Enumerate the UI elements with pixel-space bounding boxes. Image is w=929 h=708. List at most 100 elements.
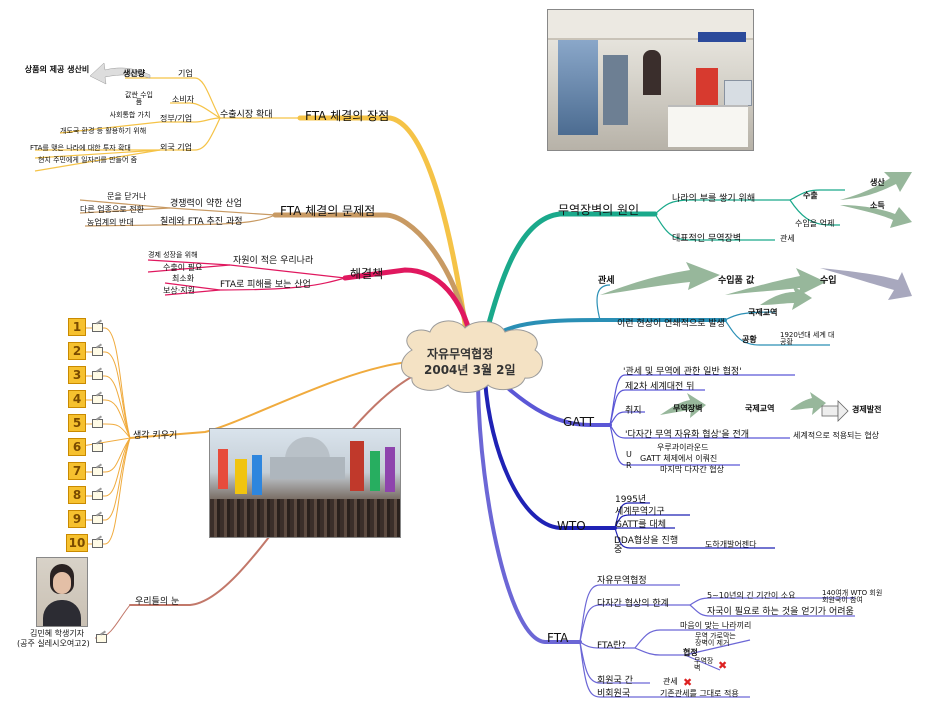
merit-factory[interactable]: 현지 주민에게 일자리를 만들어 줌: [38, 156, 138, 164]
barrier-title[interactable]: 무역장벽의 원인: [558, 203, 640, 217]
barrier-tariff[interactable]: 관세: [780, 234, 795, 243]
think-number-6[interactable]: 6: [68, 438, 86, 456]
merit-demand[interactable]: 기업: [178, 69, 193, 78]
think-number-2[interactable]: 2: [68, 342, 86, 360]
think-number-3[interactable]: 3: [68, 366, 86, 384]
gatt-intl-trade[interactable]: 국제교역: [745, 404, 775, 413]
think-title[interactable]: 생각 키우기: [133, 431, 178, 441]
note-icon[interactable]: [92, 323, 103, 332]
merit-cheap-imports[interactable]: 값싼 수입품: [125, 91, 153, 106]
note-icon[interactable]: [92, 395, 103, 404]
note-icon[interactable]: [92, 443, 103, 452]
note-icon[interactable]: [92, 419, 103, 428]
merit-goods-cost[interactable]: 상품의 제공 생산비: [24, 65, 90, 74]
gatt-trade-barrier[interactable]: 무역장벽: [673, 404, 703, 413]
merit-title[interactable]: FTA 체결의 장점: [305, 109, 390, 123]
flow-depression[interactable]: 1920년대 세계 대공황: [780, 331, 835, 346]
solution-poor-country[interactable]: 자원이 적은 우리나라: [233, 256, 314, 266]
problem-sub1[interactable]: 문을 닫거나: [107, 192, 147, 201]
fta-non-member[interactable]: 비회원국: [597, 689, 631, 699]
think-number-5[interactable]: 5: [68, 414, 86, 432]
merit-foreign[interactable]: 외국 기업: [160, 143, 192, 152]
gatt-last2[interactable]: 마지막 다자간 협상: [660, 465, 724, 474]
merit-govt[interactable]: 정부/기업: [160, 114, 193, 123]
problem-sub3[interactable]: 농업계의 반대: [87, 218, 134, 227]
barrier-production[interactable]: 생산: [870, 178, 885, 187]
gatt-multi[interactable]: '다자간 무역 자유화 협상'을 전개: [625, 430, 750, 440]
fta-trade-free[interactable]: 무역장벽: [694, 657, 714, 672]
barrier-wealth[interactable]: 나라의 부를 쌓기 위해: [672, 194, 756, 204]
think-number-8[interactable]: 8: [68, 486, 86, 504]
gatt-purpose[interactable]: 취지: [625, 406, 642, 416]
merit-fta-country[interactable]: FTA를 맺은 나라에 대한 투자 확대: [30, 144, 131, 152]
fta-what[interactable]: FTA란?: [597, 641, 627, 651]
fta-name[interactable]: 자유무역협정: [597, 576, 647, 586]
solution-sub3[interactable]: 최소화: [172, 274, 195, 283]
barrier-import-suppress[interactable]: 수입을 억제: [795, 219, 835, 228]
ours-school[interactable]: (공주 실레시오여고2): [17, 639, 90, 648]
solution-title[interactable]: 해결책: [350, 267, 384, 281]
fta-tariff-x[interactable]: 관세: [663, 677, 678, 686]
wto-replace[interactable]: GATT를 대체: [615, 520, 666, 530]
note-icon[interactable]: [96, 634, 107, 643]
gatt-last[interactable]: GATT 체제에서 이뤄진: [640, 454, 718, 463]
fta-title[interactable]: FTA: [547, 631, 569, 645]
gatt-uruguay[interactable]: 우루과이라운드: [657, 443, 709, 452]
think-number-9[interactable]: 9: [68, 510, 86, 528]
think-number-1[interactable]: 1: [68, 318, 86, 336]
merit-consumer[interactable]: 소비자: [172, 95, 195, 104]
flow-import[interactable]: 수입: [820, 276, 837, 286]
solution-damaged[interactable]: FTA로 피해를 보는 산업: [220, 280, 311, 290]
fta-existing[interactable]: 기존관세를 그대로 적용: [660, 689, 739, 698]
problem-weak-industry[interactable]: 경쟁력이 약한 산업: [170, 199, 242, 209]
fta-remove[interactable]: 무역 가로막는 장벽이 제거: [695, 632, 736, 647]
wto-year[interactable]: 1995년: [615, 495, 647, 505]
wto-dev[interactable]: 도하개발어젠다: [705, 540, 757, 549]
flow-intl-trade[interactable]: 국제교역: [748, 308, 778, 317]
gatt-growth[interactable]: 경제발전: [852, 405, 882, 414]
fta-multi-limit[interactable]: 다자간 협상의 한계: [597, 599, 669, 609]
ours-title[interactable]: 우리들의 눈: [135, 597, 180, 607]
fta-long[interactable]: 5~10년의 긴 기간이 소요: [707, 591, 796, 600]
merit-export-expand[interactable]: 수출시장 확대: [220, 110, 273, 120]
think-number-10[interactable]: 10: [66, 534, 88, 552]
merit-consumer-sub[interactable]: 사회통합 가치: [109, 111, 151, 119]
problem-chile[interactable]: 칠레와 FTA 추진 과정: [160, 217, 243, 227]
solution-sub2[interactable]: 수출이 필요: [163, 263, 203, 272]
fta-like-minded[interactable]: 마음이 맞는 나라끼리: [680, 621, 752, 630]
gatt-ur[interactable]: U R: [626, 450, 632, 470]
fta-agree[interactable]: 협정: [683, 648, 698, 657]
problem-sub2[interactable]: 다른 업종으로 전환: [80, 205, 144, 214]
solution-sub4[interactable]: 보상·지원: [163, 286, 195, 295]
gatt-title[interactable]: GATT: [563, 415, 595, 429]
merit-producer[interactable]: 생산량: [123, 69, 146, 78]
flow-tariff[interactable]: 관세: [598, 276, 615, 286]
barrier-typical[interactable]: 대표적인 무역장벽: [672, 234, 742, 244]
wto-dda[interactable]: DDA협상을 진행 중: [614, 536, 679, 555]
note-icon[interactable]: [92, 539, 103, 548]
ours-reporter[interactable]: 김민혜 학생기자: [30, 629, 85, 638]
think-number-7[interactable]: 7: [68, 462, 86, 480]
merit-investment[interactable]: 개도국 환경 등 활용하기 위해: [60, 127, 147, 135]
gatt-after-war[interactable]: 제2차 세계대전 뒤: [625, 382, 695, 392]
note-icon[interactable]: [92, 491, 103, 500]
problem-title[interactable]: FTA 체결의 문제점: [280, 204, 376, 218]
flow-chain[interactable]: 이런 현상이 연쇄적으로 발생: [617, 319, 725, 329]
think-number-4[interactable]: 4: [68, 390, 86, 408]
fta-hard[interactable]: 자국이 필요로 하는 것을 얻기가 어려움: [707, 607, 854, 617]
note-icon[interactable]: [92, 467, 103, 476]
flow-panic[interactable]: 공황: [742, 335, 757, 344]
solution-sub1[interactable]: 경제 성장을 위해: [148, 251, 198, 259]
note-icon[interactable]: [92, 371, 103, 380]
wto-org[interactable]: 세계무역기구: [615, 507, 665, 517]
barrier-income[interactable]: 소득: [870, 201, 885, 210]
note-icon[interactable]: [92, 347, 103, 356]
gatt-full[interactable]: '관세 및 무역에 관한 일반 협정': [623, 367, 742, 377]
fta-member[interactable]: 회원국 간: [597, 676, 633, 686]
flow-import-price[interactable]: 수입품 값: [718, 276, 755, 286]
fta-wto-members[interactable]: 140여개 WTO 회원 회원국이 참여: [822, 589, 883, 604]
wto-title[interactable]: WTO: [557, 519, 586, 533]
gatt-global[interactable]: 세계적으로 적용되는 협상: [793, 431, 880, 440]
note-icon[interactable]: [92, 515, 103, 524]
barrier-export[interactable]: 수출: [803, 191, 818, 200]
